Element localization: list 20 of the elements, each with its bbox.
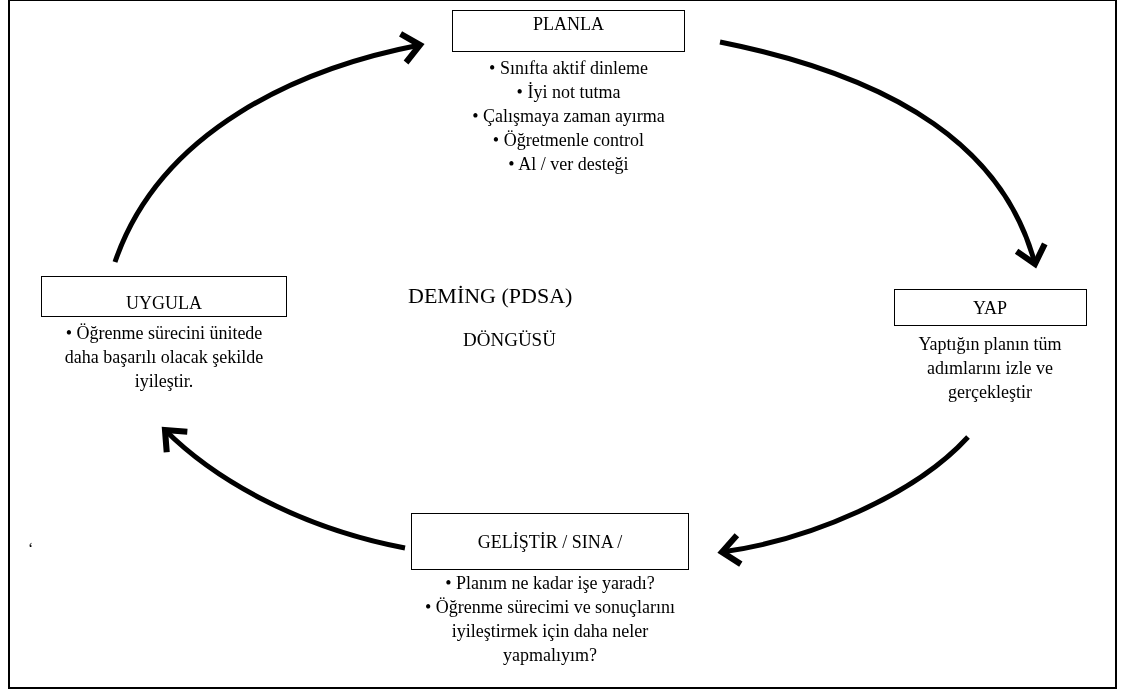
step-description: • Öğrenme sürecimi ve sonuçlarını iyileştirmek için daha neler yapmalıyım? — [423, 596, 677, 667]
curved-arrow — [719, 39, 1047, 268]
curved-arrow — [161, 426, 406, 551]
diagram-label: DÖNGÜSÜ — [463, 329, 556, 351]
step-description: • Öğretmenle control — [491, 129, 646, 152]
curved-arrow — [112, 31, 424, 263]
step-description: Yaptığın planın tüm adımlarını izle ve gerçekleştir — [917, 333, 1063, 404]
step-box: GELİŞTİR / SINA / — [411, 513, 689, 570]
step-description: • Çalışmaya zaman ayırma — [472, 105, 665, 128]
step-description: • Planım ne kadar işe yaradı? — [444, 572, 656, 595]
step-box: PLANLA — [452, 10, 685, 52]
step-description: • Öğrenme sürecini ünitede daha başarılı olacak şekilde iyileştir. — [64, 322, 264, 393]
curved-arrow — [718, 435, 970, 567]
step-box: YAP — [893, 289, 1087, 326]
step-description: • Sınıfta aktif dinleme — [488, 57, 649, 80]
diagram-label: DEMİNG (PDSA) — [408, 283, 573, 309]
step-description: • İyi not tutma — [515, 81, 622, 104]
step-description: • Al / ver desteği — [507, 153, 630, 176]
step-box: UYGULA — [41, 276, 287, 317]
diagram-label: ‘ — [28, 540, 34, 558]
